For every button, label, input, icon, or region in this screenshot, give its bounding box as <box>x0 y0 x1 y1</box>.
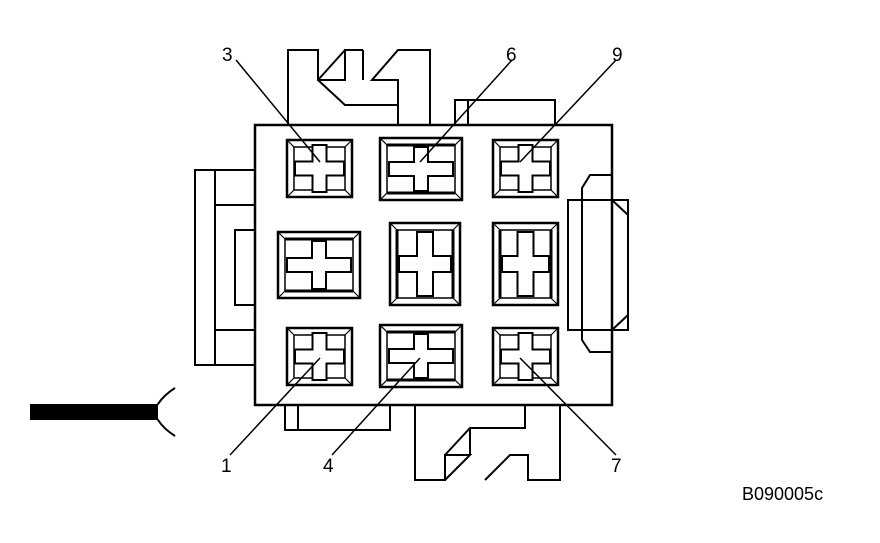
cavity-mid-center <box>388 221 462 307</box>
cavity-mid-right <box>491 221 560 307</box>
bottom-left-tab <box>284 405 391 431</box>
top-stub <box>454 99 556 125</box>
pin-label-1: 1 <box>221 456 232 477</box>
cavity-grid <box>276 136 560 389</box>
leader-line-7 <box>519 357 617 456</box>
leader-line-4 <box>331 357 421 456</box>
top-latch <box>287 49 431 125</box>
cavity-mid-left <box>276 230 362 300</box>
leader-line-1 <box>229 357 321 456</box>
cavity-top-left <box>285 138 354 199</box>
left-side-bracket <box>194 169 255 366</box>
right-side-latch <box>567 125 629 405</box>
cavity-bottom-center <box>378 323 464 389</box>
pin-labels: 3 6 9 1 4 7 <box>221 45 623 477</box>
leader-lines <box>229 59 617 456</box>
leader-line-9 <box>519 59 617 163</box>
cavity-bottom-left <box>285 326 354 387</box>
cavity-top-center <box>378 136 464 202</box>
pin-label-7: 7 <box>611 456 622 477</box>
bottom-latch <box>414 405 561 481</box>
connector-housing <box>253 123 614 407</box>
cavity-bottom-right <box>491 326 560 387</box>
pin-label-9: 9 <box>612 45 623 66</box>
wire-harness <box>30 387 176 437</box>
pin-label-3: 3 <box>222 45 233 66</box>
pin-label-6: 6 <box>506 45 517 66</box>
cavity-top-right <box>491 138 560 199</box>
leader-line-6 <box>419 59 513 163</box>
pin-label-4: 4 <box>323 456 334 477</box>
figure-code: B090005c <box>742 484 823 504</box>
leader-line-3 <box>235 59 321 163</box>
